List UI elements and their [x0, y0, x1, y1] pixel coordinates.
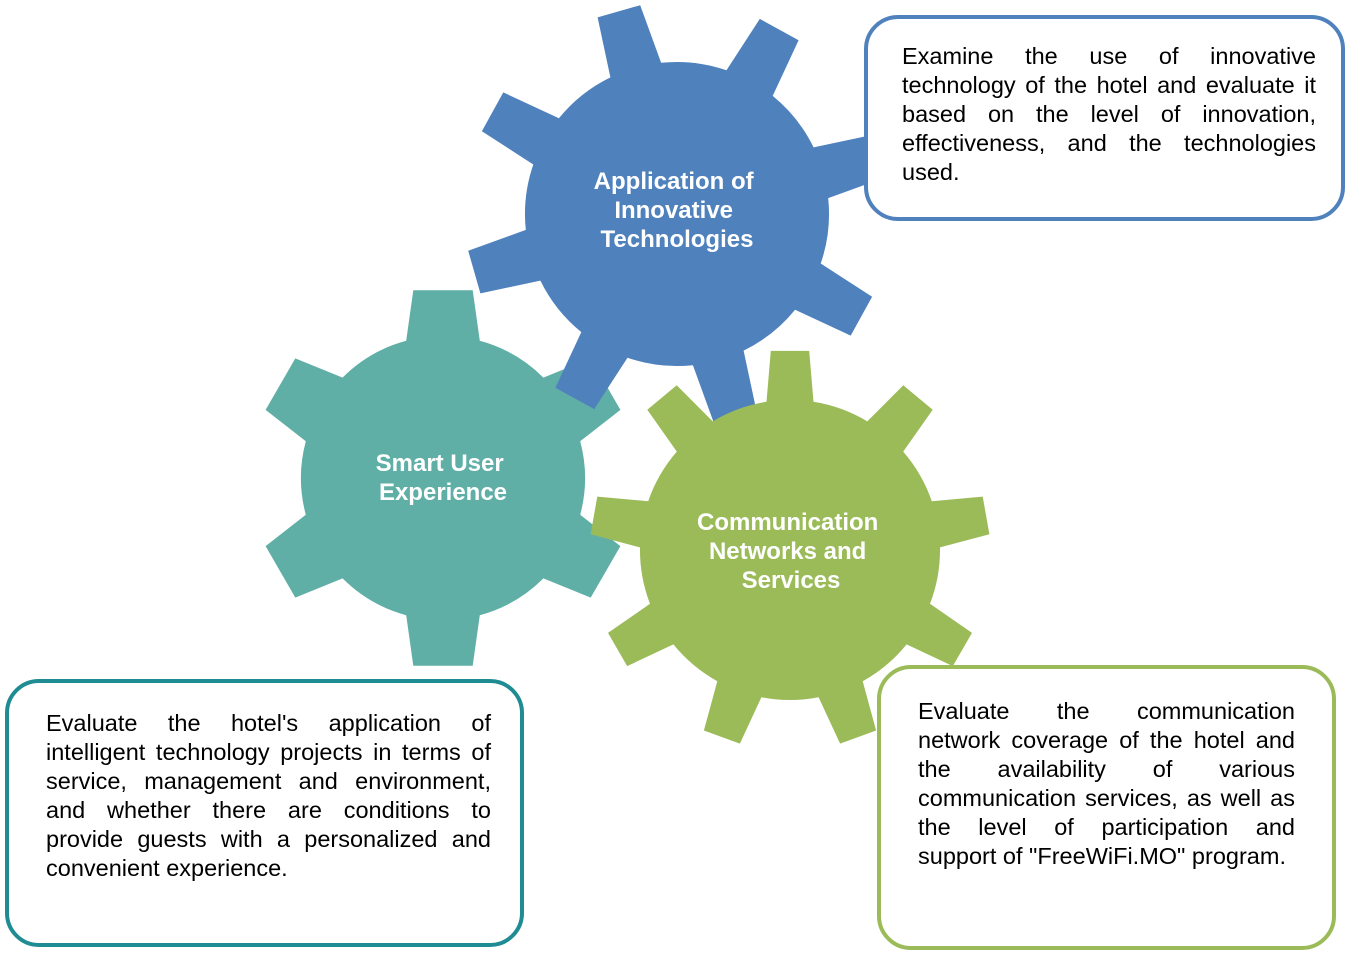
gear-smart-user-experience — [265, 290, 621, 666]
gear-label-line: Services — [742, 567, 841, 594]
description-text-smart: Evaluate the hotel's application of inte… — [46, 710, 491, 881]
gear-label-line: Smart User — [376, 450, 504, 477]
gear-application-of-innovative-technologies — [468, 5, 886, 423]
gear-label-line: Communication — [697, 509, 878, 536]
description-box-communication: Evaluate the communication network cover… — [877, 665, 1336, 950]
gear-label-innovative: Application of Innovative Technologies — [594, 168, 761, 253]
gear-label-line: Networks and — [709, 538, 866, 565]
description-text-innovative: Examine the use of innovative technology… — [902, 43, 1316, 185]
gear-communication-networks-and-services — [590, 350, 990, 744]
gear-label-smart: Smart User Experience — [376, 450, 511, 506]
gear-label-line: Innovative — [614, 197, 733, 224]
gear-label-line: Experience — [379, 479, 507, 506]
description-box-smart: Evaluate the hotel's application of inte… — [5, 679, 524, 947]
gear-label-communication: Communication Networks and Services — [697, 509, 885, 594]
description-box-innovative: Examine the use of innovative technology… — [864, 15, 1345, 221]
gear-label-line: Technologies — [601, 226, 754, 253]
gear-label-line: Application of — [594, 168, 755, 195]
description-text-communication: Evaluate the communication network cover… — [918, 698, 1295, 869]
